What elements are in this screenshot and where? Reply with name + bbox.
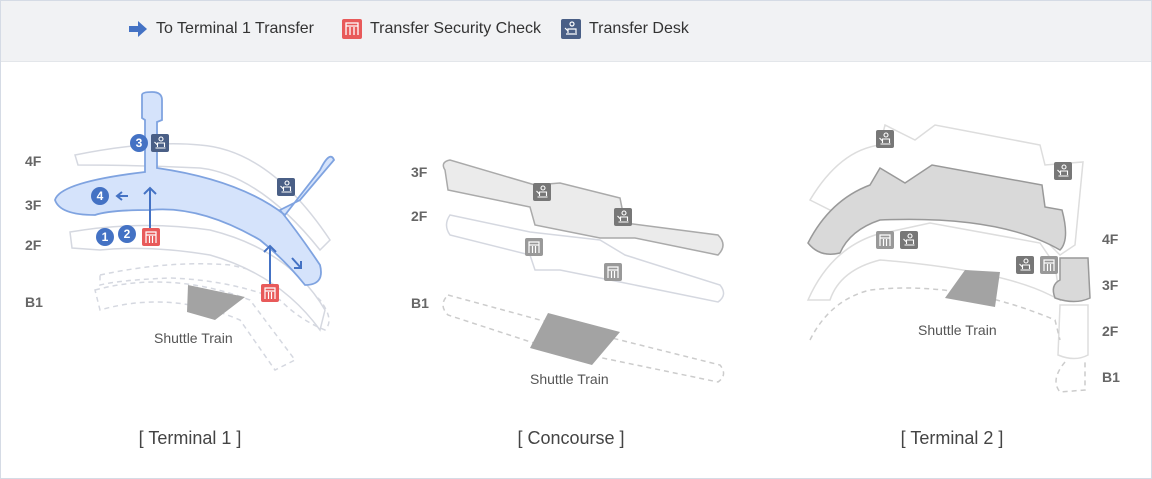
t2-floor-3f [807,164,1067,255]
floor-label: B1 [411,295,429,311]
arrow-left-icon [115,191,128,201]
t2-connector-2f [1057,304,1089,360]
legend-security-check: Transfer Security Check [342,19,541,39]
transfer-desk-icon[interactable] [1053,161,1073,181]
floor-label: 2F [1102,323,1119,339]
terminal1-map: 1 2 3 4 4F 3F 2F B1 Shuttle Train [25,91,336,371]
t2-connector-3f [1052,257,1091,303]
legend-label: To Terminal 1 Transfer [156,20,314,37]
t2-shuttle-station [945,270,1000,307]
shuttle-train-label: Shuttle Train [154,330,233,346]
t2-connector-b1 [1055,360,1086,393]
floor-label: 3F [25,197,42,213]
transfer-desk-icon[interactable] [276,177,296,197]
security-check-icon[interactable] [875,230,895,250]
step-3: 3 [130,134,148,152]
shuttle-train-label: Shuttle Train [918,322,997,338]
arrow-down-right-icon [291,257,302,269]
security-check-icon [342,19,362,39]
security-check-icon[interactable] [603,262,623,282]
transfer-desk-icon[interactable] [150,133,170,153]
t1-floor-b1 [99,263,330,331]
terminal2-caption: [ Terminal 2 ] [900,428,1004,448]
transfer-desk-icon [561,19,581,39]
legend-transfer-desk: Transfer Desk [561,19,689,39]
step-2: 2 [118,225,136,243]
terminal2-map: 4F 3F 2F B1 Shuttle Train [806,123,1120,393]
step-1: 1 [96,228,114,246]
transfer-desk-icon[interactable] [532,182,552,202]
legend-transfer-route: To Terminal 1 Transfer [128,19,314,39]
terminal1-caption: [ Terminal 1 ] [138,428,242,448]
step-4: 4 [91,187,109,205]
svg-text:3: 3 [136,136,143,150]
legend-label: Transfer Desk [589,20,689,37]
svg-text:2: 2 [124,227,131,241]
concourse-floor-3f [442,159,724,256]
transfer-desk-icon[interactable] [1015,255,1035,275]
floor-label: 4F [1102,231,1119,247]
concourse-caption: [ Concourse ] [517,428,625,448]
floor-label: 2F [411,208,428,224]
floor-label: 2F [25,237,42,253]
concourse-map: 3F 2F B1 Shuttle Train [411,159,725,387]
t2-floor-2f [806,222,1061,302]
floor-label: B1 [25,294,43,310]
floor-label: B1 [1102,369,1120,385]
security-check-icon[interactable] [260,283,280,303]
transfer-desk-icon[interactable] [875,129,895,149]
concourse-floor-b1 [442,294,725,383]
arrow-up-icon [143,186,157,195]
security-check-icon[interactable] [1039,255,1059,275]
legend-bar: To Terminal 1 Transfer Transfer Security… [1,1,1151,62]
floor-label: 4F [25,153,42,169]
security-check-icon[interactable] [524,237,544,257]
concourse-shuttle-station [530,313,620,365]
svg-text:1: 1 [102,230,109,244]
transfer-desk-icon[interactable] [899,230,919,250]
transfer-desk-icon[interactable] [613,207,633,227]
shuttle-train-label: Shuttle Train [530,371,609,387]
t1-transfer-route-area [54,91,336,286]
svg-text:4: 4 [97,189,104,203]
t1-shuttle-station [187,285,245,320]
legend-label: Transfer Security Check [370,20,542,37]
t2-floor-b1 [809,287,1061,341]
concourse-floor-2f [445,214,725,303]
t1-floor-2f [69,224,326,332]
floor-label: 3F [411,164,428,180]
arrow-right-icon [129,21,147,37]
t1-shuttle-track [94,281,297,371]
floor-label: 3F [1102,277,1119,293]
security-check-icon[interactable] [141,227,161,247]
t1-floor-4f [74,143,331,252]
arrow-up-icon [263,244,277,253]
